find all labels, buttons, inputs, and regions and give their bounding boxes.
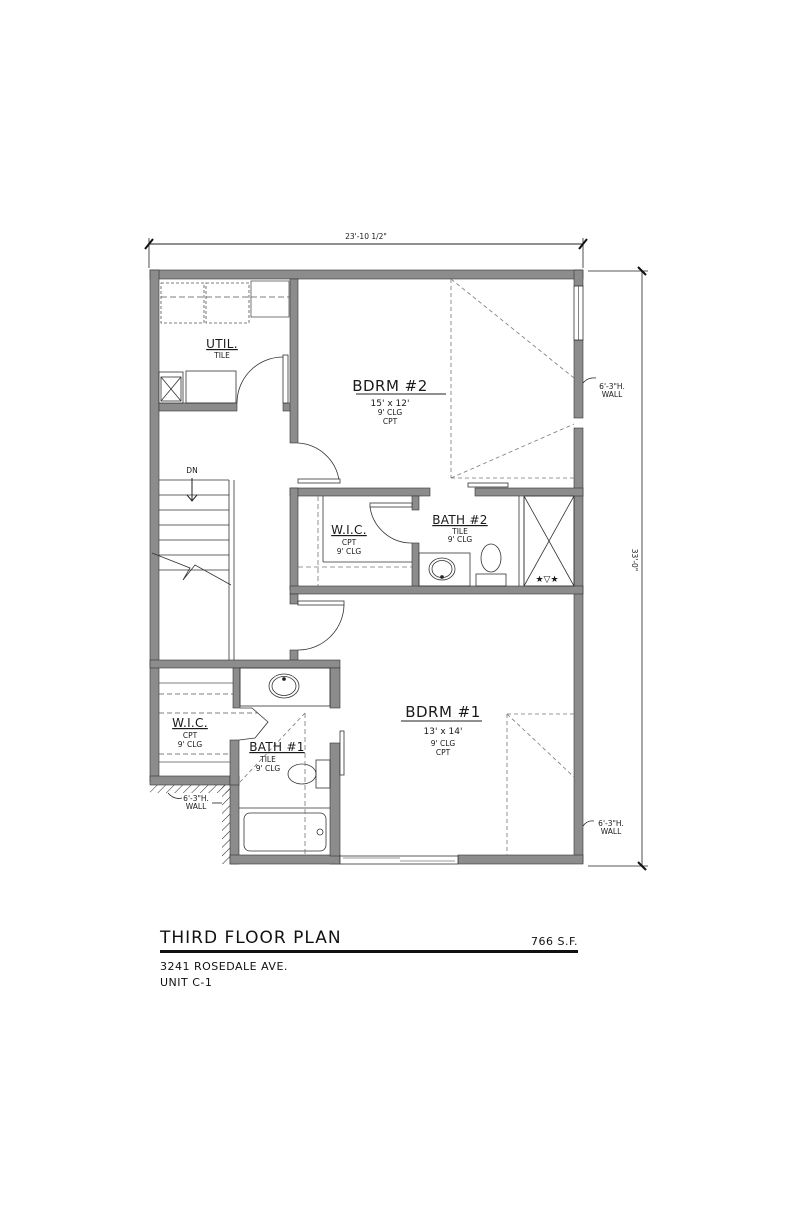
wic2-label: W.I.C.	[331, 523, 367, 537]
bdrm1-ceiling: 9' CLG	[431, 739, 456, 748]
bath1-ceiling: 9' CLG	[256, 764, 281, 773]
address-block: 3241 ROSEDALE AVE. UNIT C-1	[160, 959, 578, 991]
bdrm1-label: BDRM #1	[405, 703, 481, 721]
bath2-door-header	[467, 482, 509, 488]
washer-dryer	[160, 280, 290, 324]
wall-note-top-word: WALL	[602, 390, 623, 399]
bdrm2-ceiling: 9' CLG	[378, 408, 403, 417]
wall-height-note-left: 6'-3"H.	[183, 794, 209, 803]
title-block: THIRD FLOOR PLAN 766 S.F. 3241 ROSEDALE …	[160, 928, 578, 991]
water-heater	[158, 370, 237, 404]
bath2-floor: TILE	[451, 527, 468, 536]
bdrm1-ceiling-slope	[506, 713, 575, 855]
depth-dimension-label: 33'-0"	[630, 549, 639, 572]
exterior-walls	[149, 269, 584, 865]
bath2-ceiling: 9' CLG	[448, 535, 473, 544]
window-bdrm2	[573, 285, 584, 341]
title-row: THIRD FLOOR PLAN 766 S.F.	[160, 928, 578, 953]
wic2-door	[369, 502, 413, 544]
bdrm2-floor: CPT	[383, 417, 398, 426]
bdrm2-ceiling-slope	[450, 278, 575, 479]
util-floor: TILE	[213, 351, 230, 360]
plan-title: THIRD FLOOR PLAN	[160, 928, 342, 948]
wic1-label: W.I.C.	[172, 716, 208, 730]
util-door	[236, 354, 289, 404]
shower-valve-icon: ★▽★	[535, 575, 558, 585]
wic1-shelves	[159, 682, 258, 763]
stair-down-arrow-icon	[186, 478, 198, 502]
bdrm2-door	[297, 442, 341, 484]
width-dimension: 23'-10 1/2"	[144, 232, 588, 268]
bdrm1-floor: CPT	[436, 748, 451, 757]
plan-address: 3241 ROSEDALE AVE.	[160, 960, 288, 973]
wall-height-note-right: 6'-3"H.	[598, 819, 624, 828]
bdrm1-door	[297, 600, 345, 651]
util-label: UTIL.	[206, 337, 238, 351]
wic1-ceiling: 9' CLG	[178, 740, 203, 749]
low-wall-hatch	[150, 785, 230, 864]
interior-walls	[149, 278, 584, 857]
bdrm2-size: 15' x 12'	[371, 399, 410, 409]
wic2-floor: CPT	[342, 538, 357, 547]
bath1-door-panel	[339, 730, 345, 776]
bdrm1-size: 13' x 14'	[424, 727, 463, 737]
width-dimension-label: 23'-10 1/2"	[345, 232, 387, 241]
bdrm2-label: BDRM #2	[352, 377, 428, 395]
bath1-label: BATH #1	[249, 740, 304, 754]
depth-dimension: 33'-0"	[588, 266, 648, 871]
window-bdrm1	[339, 855, 459, 865]
wall-note-right-word: WALL	[601, 827, 622, 836]
wic1-floor: CPT	[183, 731, 198, 740]
wic2-shelves	[298, 496, 412, 586]
wall-note-left-word: WALL	[186, 802, 207, 811]
bath1-fixtures	[239, 667, 331, 855]
plan-unit: UNIT C-1	[160, 976, 213, 989]
bath2-fixtures	[418, 495, 575, 587]
bath2-label: BATH #2	[432, 513, 487, 527]
stair-label: DN	[186, 466, 197, 475]
wall-height-note-top: 6'-3"H.	[599, 382, 625, 391]
wic2-ceiling: 9' CLG	[337, 547, 362, 556]
plan-area: 766 S.F.	[530, 935, 578, 948]
wic1-door	[238, 707, 269, 741]
bath1-floor: TILE	[259, 755, 276, 764]
stair	[151, 479, 235, 660]
